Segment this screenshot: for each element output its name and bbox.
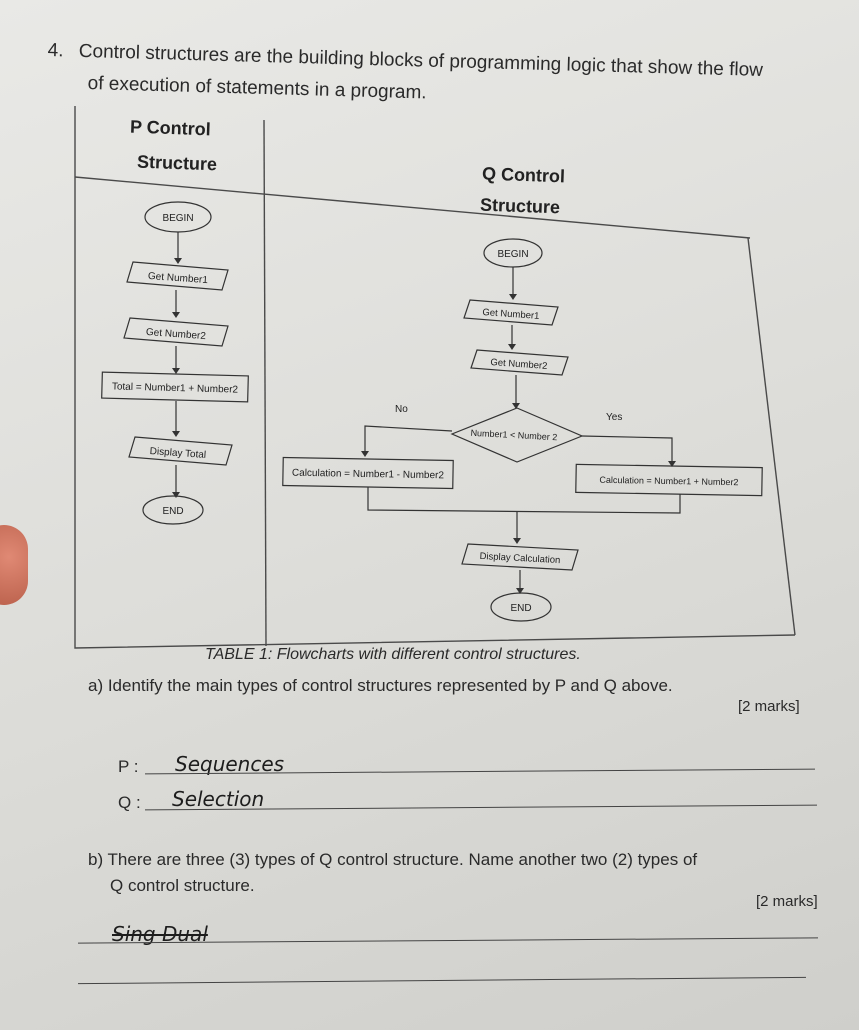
thumb-in-photo bbox=[0, 525, 28, 605]
part-a-question: a) Identify the main types of control st… bbox=[88, 676, 673, 695]
part-b-answer-handwriting: Sing Dual bbox=[112, 922, 208, 946]
p-answer-label: P : bbox=[118, 757, 139, 776]
p-begin-text: BEGIN bbox=[162, 213, 193, 224]
part-a-marks: [2 marks] bbox=[738, 698, 800, 715]
q-yes-label: Yes bbox=[606, 412, 622, 423]
q-end-terminal bbox=[490, 592, 552, 622]
p-answer-handwriting: Sequences bbox=[175, 752, 285, 776]
p-end-text: END bbox=[162, 506, 183, 517]
table-caption: TABLE 1: Flowcharts with different contr… bbox=[205, 646, 581, 663]
q-display-io bbox=[461, 543, 579, 571]
q-decision-diamond bbox=[450, 407, 584, 463]
q-get1-io bbox=[463, 299, 559, 326]
p-calc-text: Total = Number1 + Number2 bbox=[112, 381, 239, 395]
q-no-label: No bbox=[395, 404, 408, 415]
q-answer-handwriting: Selection bbox=[172, 787, 265, 811]
q-begin-text: BEGIN bbox=[497, 249, 528, 260]
p-get2-text: Get Number2 bbox=[146, 327, 207, 342]
p-calc-process bbox=[101, 371, 249, 403]
p-end-terminal bbox=[142, 495, 204, 525]
part-b-question-line2: Q control structure. bbox=[110, 876, 255, 895]
p-get1-io bbox=[126, 261, 229, 291]
part-b-marks: [2 marks] bbox=[756, 893, 818, 910]
p-get2-io bbox=[123, 317, 229, 347]
q-calc-no-text: Calculation = Number1 - Number2 bbox=[292, 468, 445, 482]
part-b-question: b) There are three (3) types of Q contro… bbox=[88, 850, 698, 869]
q-display-text: Display Calculation bbox=[479, 551, 560, 566]
q-answer-label: Q : bbox=[118, 793, 141, 812]
q-get2-io bbox=[470, 349, 569, 376]
q-get1-text: Get Number1 bbox=[482, 307, 540, 322]
p-display-text: Display Total bbox=[149, 446, 206, 461]
q-decision-text: Number1 < Number 2 bbox=[470, 428, 557, 443]
q-get2-text: Get Number2 bbox=[490, 357, 548, 372]
q-calc-yes-process bbox=[575, 463, 763, 497]
q-calc-yes-text: Calculation = Number1 + Number2 bbox=[599, 475, 738, 487]
p-display-io bbox=[128, 436, 233, 466]
q-calc-no-process bbox=[282, 456, 454, 490]
q-end-text: END bbox=[510, 603, 531, 614]
p-get1-text: Get Number1 bbox=[148, 271, 209, 286]
